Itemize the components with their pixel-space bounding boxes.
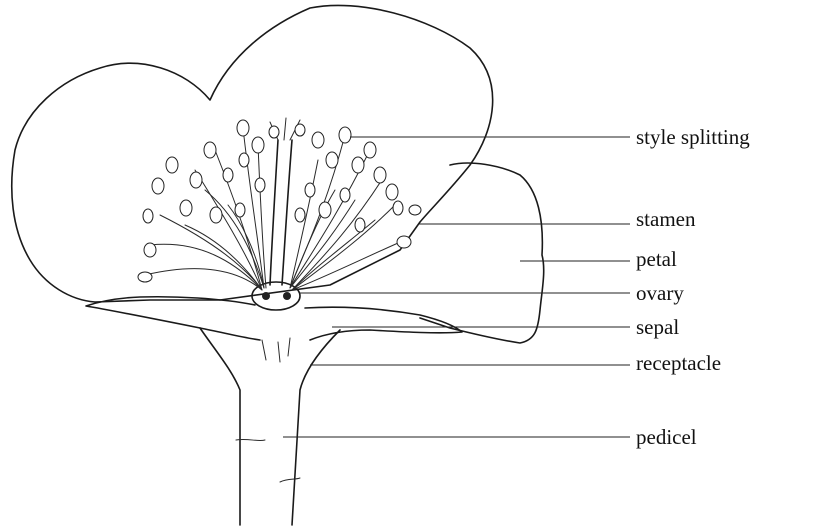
label-receptacle: receptacle <box>636 351 721 375</box>
left-sepal <box>86 297 260 340</box>
pedicel-marks <box>236 439 300 482</box>
anthers <box>138 120 421 282</box>
ovule-left <box>262 292 270 300</box>
ovule-right <box>283 292 291 300</box>
front-petal <box>420 163 544 343</box>
receptacle-hatching <box>262 338 290 362</box>
label-ovary: ovary <box>636 281 684 305</box>
label-stamen: stamen <box>636 207 696 231</box>
label-style-splitting: style splitting <box>636 125 750 149</box>
style <box>270 140 292 285</box>
label-petal: petal <box>636 247 677 271</box>
receptacle-shape <box>200 328 340 525</box>
label-pedicel: pedicel <box>636 425 697 449</box>
label-sepal: sepal <box>636 315 679 339</box>
